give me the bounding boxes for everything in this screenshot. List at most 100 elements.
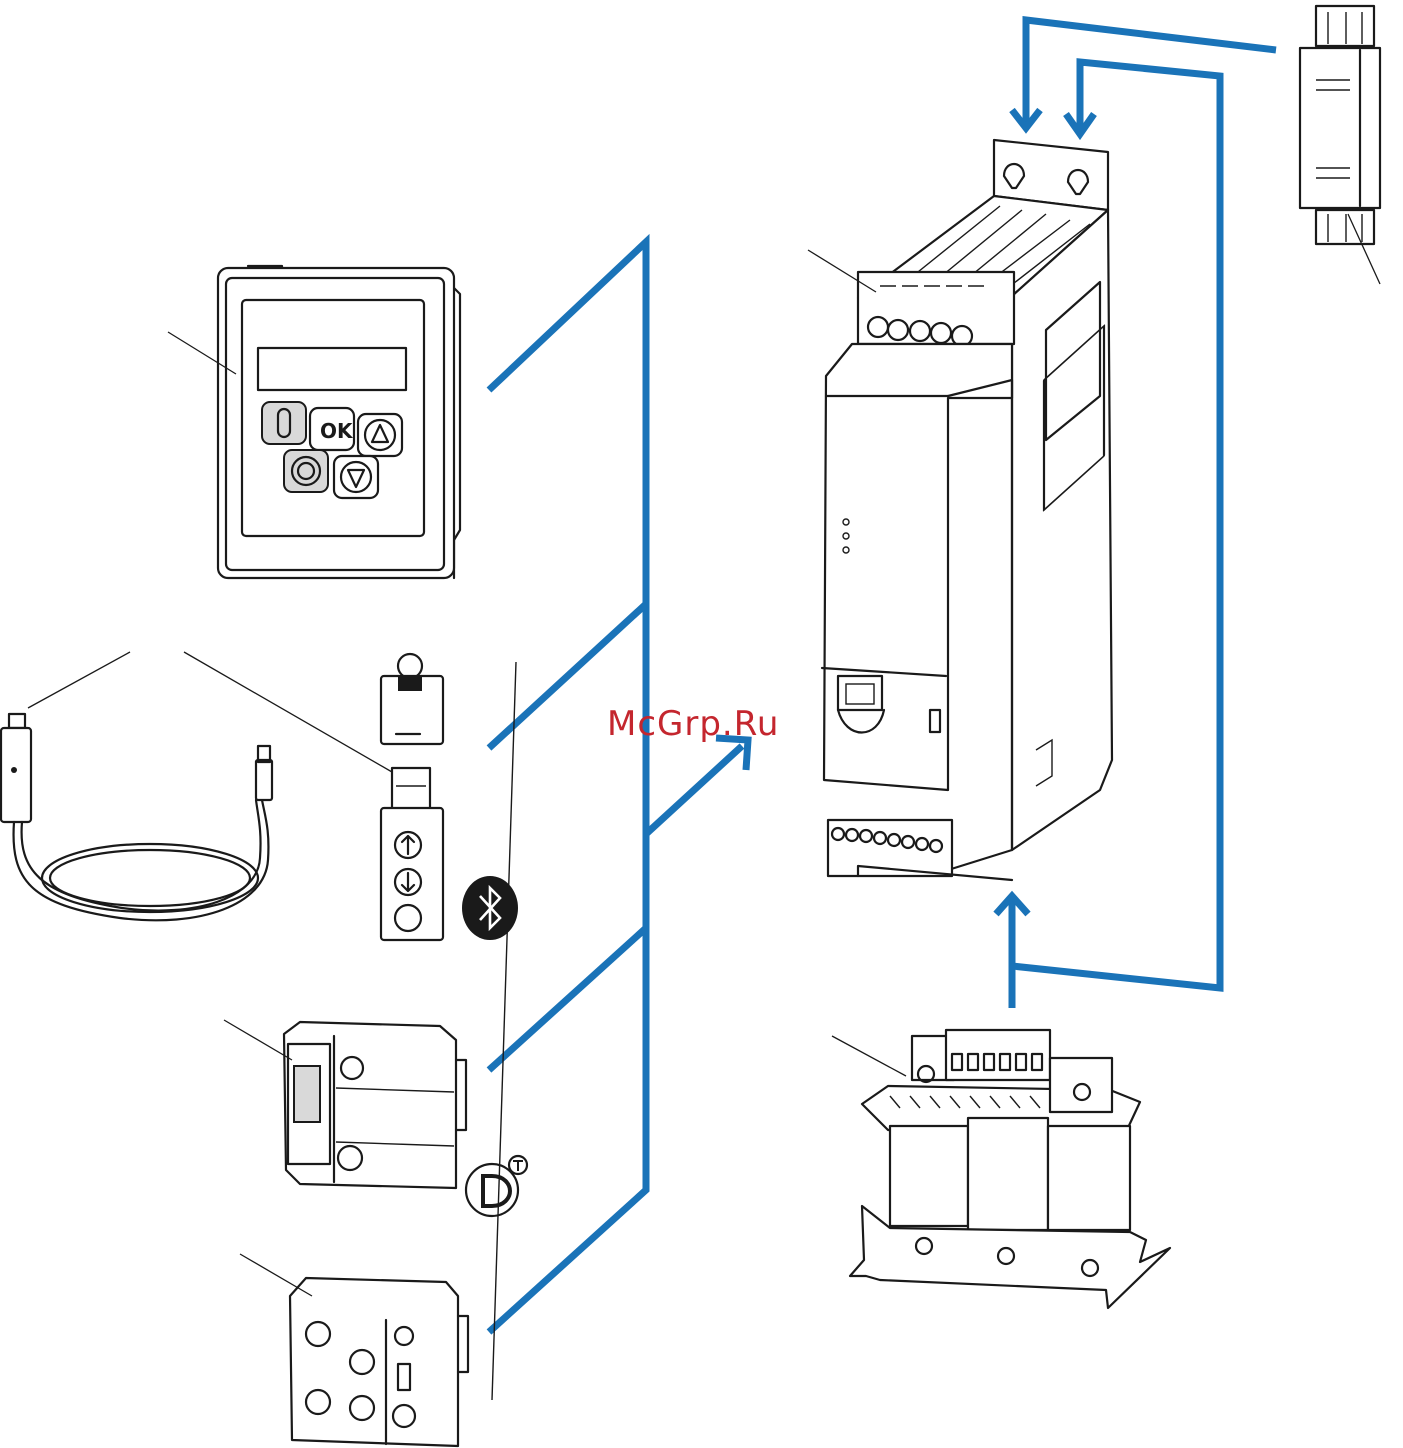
usb-plug-tip (7, 712, 27, 730)
usb-led-icon (11, 767, 17, 773)
led-3 (842, 546, 850, 554)
comm-clip (454, 1058, 468, 1132)
filter-labels (1316, 79, 1350, 179)
cable-loop-2 (48, 848, 252, 908)
usb-cable (0, 651, 393, 922)
bus-line (486, 233, 650, 1335)
io-leader-line (239, 1253, 313, 1297)
stick-blank-button (393, 903, 423, 933)
led-2 (842, 532, 850, 540)
io-knob-1 (348, 1348, 376, 1376)
stick-connector (390, 766, 432, 814)
io-led (393, 1325, 415, 1347)
io-pot-1 (304, 1320, 332, 1348)
dt-logo-t (513, 1160, 523, 1171)
reactor-base (848, 1204, 1172, 1310)
power-terminal-block (856, 270, 1016, 346)
reactor-terminals (950, 1052, 1044, 1072)
up-arrow-icon (370, 423, 390, 444)
branch-drive (643, 743, 745, 837)
rj45-plug (254, 758, 274, 802)
drive-unit (807, 138, 1114, 882)
up-arrow-icon (400, 834, 416, 856)
io-dip-switch (396, 1362, 412, 1392)
emc-filter (1298, 4, 1382, 285)
stop-key-ring (290, 455, 322, 487)
ok-key (308, 406, 356, 452)
filter-bottom-lines (1327, 214, 1363, 242)
filter-line-1 (1022, 16, 1277, 128)
comm-line-1 (335, 1087, 455, 1093)
keypad-inner-frame (224, 276, 446, 572)
arrow-up-icon (993, 890, 1031, 917)
reactor-coil-1 (888, 1124, 970, 1228)
comm-module (223, 1019, 529, 1218)
control-terminal-block (826, 818, 954, 878)
reactor-coil-2 (966, 1116, 1050, 1232)
filter-terminal-lines (1327, 12, 1363, 44)
down-arrow-icon (346, 468, 366, 489)
comm-line-2 (335, 1141, 455, 1147)
arrow-drive-icon (715, 734, 752, 771)
io-pot-2 (304, 1388, 332, 1416)
rj45-tip (256, 744, 272, 764)
bluetooth-symbol (479, 884, 502, 932)
comm-switch (336, 1144, 364, 1172)
reactor-screw-1 (916, 1064, 936, 1084)
comm-leader-line (223, 1019, 293, 1061)
stop-key (283, 449, 329, 493)
reactor-bolt-2 (996, 1246, 1016, 1266)
line-reactor (831, 1028, 1172, 1310)
drive-side (1010, 208, 1114, 852)
comm-module-body (282, 1020, 458, 1190)
filter-body (1298, 46, 1382, 210)
rj45-port (836, 674, 884, 712)
io-clip (456, 1314, 470, 1374)
drive-side-panel (1044, 280, 1102, 442)
dt-logo-icon (481, 1174, 513, 1208)
reactor-screw-2 (1072, 1082, 1092, 1102)
mount-hole-2 (1066, 168, 1090, 196)
drive-bottom-edge (856, 864, 1014, 882)
reactor-leader-line (831, 1035, 907, 1077)
drive-front-cover (822, 342, 1014, 792)
usb-cable-wire (12, 798, 270, 922)
drive-vents-top (907, 205, 1091, 295)
filter-loop-line (1011, 58, 1224, 992)
comm-module-terminal (286, 1042, 332, 1166)
cap-ring (396, 652, 424, 680)
connection-lines (486, 16, 1277, 1335)
drive-leader-line (807, 249, 877, 293)
drive-clip (928, 708, 942, 734)
drive-side-label (1042, 324, 1106, 512)
arrow-down-1-icon (1009, 107, 1043, 134)
led-1 (842, 518, 850, 526)
stick-up-button (393, 830, 423, 860)
filter-bottom-terminals (1314, 208, 1376, 246)
io-module (239, 1253, 470, 1448)
keypad-display (256, 346, 408, 392)
down-arrow-icon (400, 871, 416, 893)
branch-comm (486, 925, 649, 1073)
drive-front-edge (946, 378, 1014, 872)
stick-down-button (393, 867, 423, 897)
arrow-down-2-icon (1063, 111, 1097, 141)
cable-loop (40, 842, 260, 914)
watermark: McGrp.Ru (607, 704, 780, 744)
ok-key-label: OK (320, 419, 354, 443)
reactor-bolt-1 (914, 1236, 934, 1256)
drive-side-mark (1035, 738, 1053, 787)
reactor-bolt-3 (1080, 1258, 1100, 1278)
separator-line (491, 661, 517, 1401)
filter-top-terminals (1314, 4, 1376, 48)
start-key-icon (276, 407, 292, 439)
start-key (261, 401, 307, 445)
io-knob-2 (348, 1394, 376, 1422)
stick-body (379, 806, 445, 942)
io-rotary (391, 1403, 417, 1429)
stop-key-icon (296, 461, 316, 481)
stick-leader-line (183, 651, 393, 773)
control-terminals (830, 826, 944, 854)
branch-usb (486, 601, 649, 751)
